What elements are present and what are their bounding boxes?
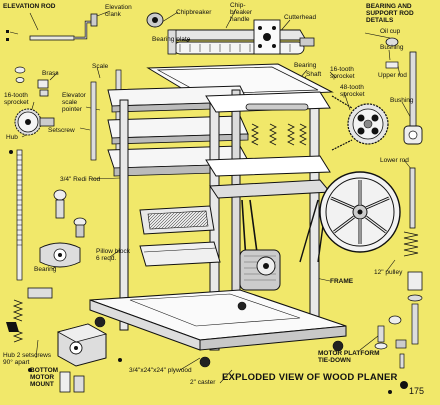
label-pulley-12: 12" pulley [374, 269, 403, 276]
motor [239, 249, 281, 291]
label-scale: Scale [92, 63, 109, 70]
label-elevator-scale-pointer: Elevator scale pointer [62, 92, 86, 113]
label-sprocket-48: 48-tooth sprocket [340, 84, 365, 98]
label-chipbreaker: Chipbreaker [176, 9, 212, 16]
left-springs [12, 299, 24, 343]
planer-frame [89, 63, 347, 368]
label-bearing-support-rod-details: BEARING AND SUPPORT ROD DETAILS [366, 3, 414, 24]
label-frame: FRAME [330, 278, 354, 285]
bearing-rod-details [385, 37, 423, 345]
fasteners [9, 150, 392, 394]
label-redi-rod: 3/4" Redi Rod [60, 176, 101, 183]
label-cutterhead: Cutterhead [284, 14, 317, 21]
left-sprocket-16 [14, 108, 55, 136]
label-bearing-left: Bearing [34, 266, 57, 273]
elevation-crank-part [6, 13, 98, 41]
pulley-12-inch [319, 171, 401, 253]
label-bushing-mid: Bushing [390, 97, 414, 104]
label-motor-platform-tie-down: MOTOR PLATFORM TIE-DOWN [318, 350, 380, 364]
cutterhead-assembly [146, 12, 315, 55]
brass-bushings [14, 66, 49, 97]
label-elevation-rod: ELEVATION ROD [3, 3, 56, 10]
label-sprocket-16-left: 16-tooth sprocket [4, 92, 29, 106]
label-lower-rod: Lower rod [380, 157, 409, 164]
diagram-title: EXPLODED VIEW OF WOOD PLANER [222, 372, 398, 383]
label-chipbreaker-handle: Chip- breaker handle [230, 2, 253, 23]
page-number: 175 [409, 386, 425, 396]
pillow-blocks-left [27, 189, 87, 299]
label-hub-left: Hub [6, 134, 18, 141]
label-caster: 2" caster [190, 379, 216, 386]
label-elevation-crank: Elevation crank [105, 4, 132, 18]
label-upper-rod: Upper rod [378, 72, 407, 79]
bottom-motor-mount [6, 322, 108, 393]
label-bearing-plate: Bearing plate [152, 36, 191, 43]
label-bottom-motor-mount: BOTTOM MOTOR MOUNT [30, 367, 59, 388]
label-pillow-block: Pillow block 6 reqd. [96, 248, 130, 262]
label-oil-cup: Oil cup [380, 28, 401, 35]
label-shaft: Shaft [306, 71, 322, 78]
label-brass: Brass [42, 70, 59, 77]
sprocket-48-tooth [331, 95, 389, 151]
label-setscrew: Setscrew [48, 127, 75, 134]
label-sprocket-16-right: 16-tooth sprocket [330, 66, 355, 80]
label-hub-2-setscrews: Hub 2 setscrews 90° apart [3, 352, 52, 366]
tie-down-hardware [374, 325, 408, 389]
label-plywood: 3/4"x24"x24" plywood [129, 367, 192, 374]
label-bearing-right: Bearing [294, 62, 317, 69]
label-bushing-top: Bushing [380, 44, 404, 51]
